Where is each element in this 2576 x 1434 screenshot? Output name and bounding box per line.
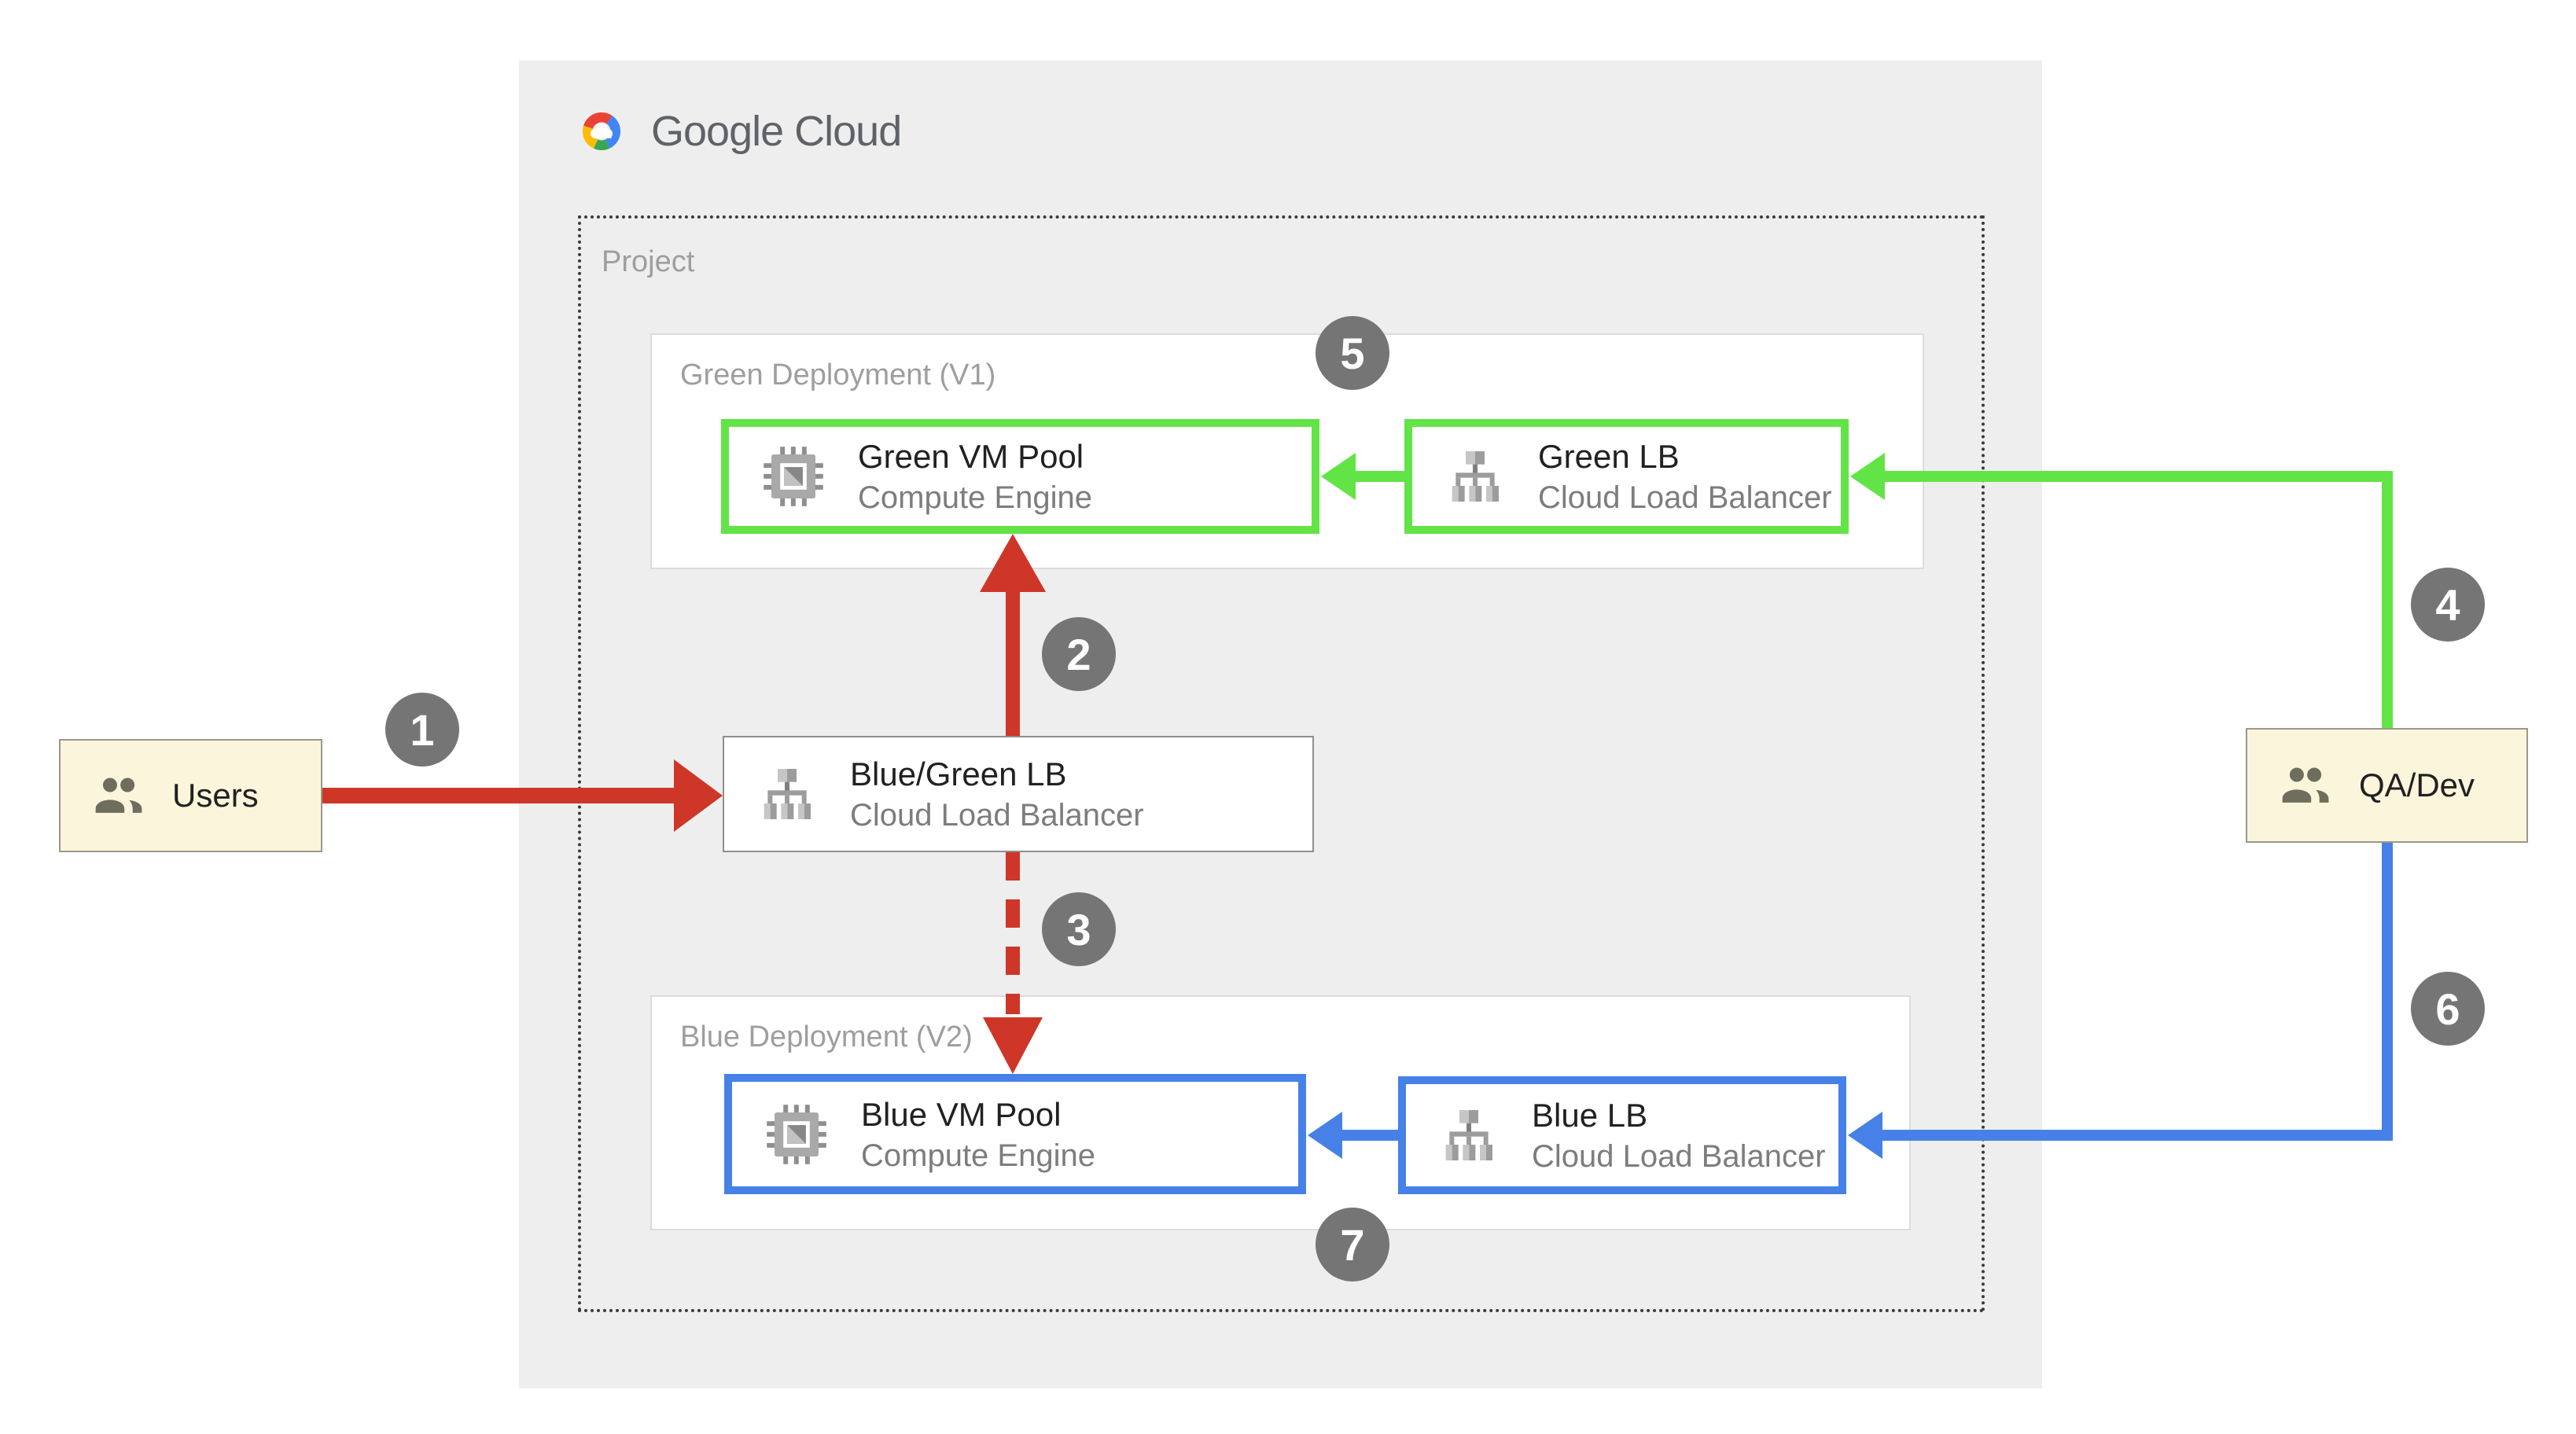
arrow-users-to-lb-head xyxy=(674,759,723,832)
load-balancer-icon xyxy=(1437,1104,1500,1167)
qa-dev-label: QA/Dev xyxy=(2359,767,2475,803)
step-badge-1: 1 xyxy=(385,693,459,767)
project-boundary xyxy=(578,215,1985,1312)
green-vm-pool-subtitle: Compute Engine xyxy=(858,480,1092,515)
blue-green-lb-subtitle: Cloud Load Balancer xyxy=(850,798,1144,833)
green-deployment-label: Green Deployment (V1) xyxy=(680,358,996,392)
arrow-users-to-lb-shaft xyxy=(322,788,675,803)
users-actor-box: Users xyxy=(59,739,322,852)
step-badge-2: 2 xyxy=(1042,617,1116,691)
arrow-lb-to-green-vm-shaft xyxy=(1006,590,1020,736)
green-lb-node: Green LB Cloud Load Balancer xyxy=(1404,419,1849,534)
green-lb-title: Green LB xyxy=(1538,438,1680,475)
blue-green-lb-title: Blue/Green LB xyxy=(850,756,1067,792)
google-cloud-logo-icon xyxy=(572,107,631,156)
blue-lb-node: Blue LB Cloud Load Balancer xyxy=(1398,1076,1846,1194)
line-qadev-to-green-lb-horizontal xyxy=(1885,471,2393,482)
arrow-blue-lb-to-vm-head xyxy=(1308,1112,1342,1159)
blue-vm-pool-subtitle: Compute Engine xyxy=(861,1138,1095,1173)
compute-engine-icon xyxy=(760,443,826,509)
qa-dev-actor-box: QA/Dev xyxy=(2246,728,2528,843)
blue-green-lb-node: Blue/Green LB Cloud Load Balancer xyxy=(723,736,1314,852)
project-label: Project xyxy=(602,245,695,278)
arrow-blue-lb-to-vm-shaft xyxy=(1342,1130,1398,1141)
google-cloud-logo: Google Cloud xyxy=(572,107,902,156)
arrow-lb-to-blue-vm-head xyxy=(983,1017,1043,1074)
arrow-qadev-to-blue-lb-head xyxy=(1848,1112,1882,1159)
green-lb-subtitle: Cloud Load Balancer xyxy=(1538,480,1832,515)
blue-lb-subtitle: Cloud Load Balancer xyxy=(1532,1139,1826,1174)
line-qadev-to-blue-lb-vertical xyxy=(2382,843,2393,1141)
load-balancer-icon xyxy=(1444,445,1507,508)
green-vm-pool-title: Green VM Pool xyxy=(858,438,1084,475)
arrow-green-lb-to-vm-head xyxy=(1321,453,1356,500)
google-cloud-logo-text: Google Cloud xyxy=(651,108,902,155)
green-vm-pool-node: Green VM Pool Compute Engine xyxy=(721,419,1319,534)
step-badge-6: 6 xyxy=(2411,972,2485,1046)
arrow-lb-to-green-vm-head xyxy=(980,534,1046,592)
load-balancer-icon xyxy=(756,763,819,825)
blue-vm-pool-node: Blue VM Pool Compute Engine xyxy=(724,1074,1306,1194)
line-qadev-to-blue-lb-horizontal xyxy=(1882,1130,2393,1141)
arrow-qadev-to-green-lb-head xyxy=(1850,453,1885,500)
users-icon xyxy=(90,773,147,818)
blue-lb-title: Blue LB xyxy=(1532,1097,1648,1134)
step-badge-7: 7 xyxy=(1316,1208,1389,1281)
step-badge-4: 4 xyxy=(2411,568,2485,642)
line-qadev-to-green-lb-vertical xyxy=(2382,471,2393,728)
arrow-lb-to-blue-vm-shaft xyxy=(1006,852,1020,1014)
users-label: Users xyxy=(172,777,259,814)
step-badge-3: 3 xyxy=(1042,892,1116,966)
step-badge-5: 5 xyxy=(1316,316,1389,390)
blue-vm-pool-title: Blue VM Pool xyxy=(861,1095,1062,1133)
blue-deployment-label: Blue Deployment (V2) xyxy=(680,1020,973,1053)
compute-engine-icon xyxy=(764,1101,830,1167)
arrow-green-lb-to-vm-shaft xyxy=(1356,471,1404,482)
users-icon xyxy=(2277,763,2334,808)
